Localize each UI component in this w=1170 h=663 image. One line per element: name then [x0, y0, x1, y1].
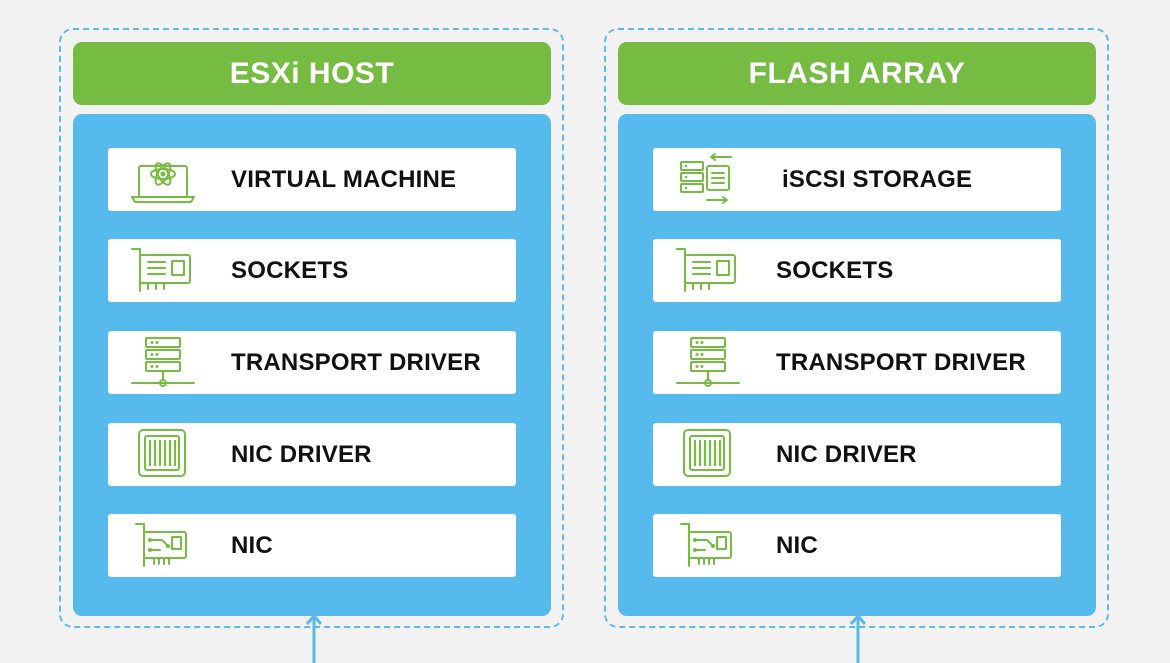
esxi-host-title: ESXi HOST — [73, 42, 551, 105]
layer-label: TRANSPORT DRIVER — [776, 348, 1026, 376]
server-rack-icon — [673, 335, 743, 390]
layer-sockets: SOCKETS — [108, 239, 516, 302]
server-rack-icon — [128, 335, 198, 390]
layer-virtual-machine: VIRTUAL MACHINE — [108, 148, 516, 211]
driver-chip-icon — [128, 427, 198, 482]
layer-transport-driver: TRANSPORT DRIVER — [108, 331, 516, 394]
arrow-up-icon — [305, 614, 323, 663]
layer-label: NIC DRIVER — [231, 440, 372, 468]
layer-iscsi-storage: iSCSI STORAGE — [653, 148, 1061, 211]
layer-label: VIRTUAL MACHINE — [231, 165, 457, 193]
layer-label: NIC — [776, 531, 818, 559]
nic-card-icon — [128, 518, 198, 573]
arrow-up-icon — [849, 614, 867, 663]
network-card-icon — [128, 243, 198, 298]
layer-sockets: SOCKETS — [653, 239, 1061, 302]
driver-chip-icon — [673, 427, 743, 482]
layer-transport-driver: TRANSPORT DRIVER — [653, 331, 1061, 394]
layer-label: NIC DRIVER — [776, 440, 917, 468]
layer-label: SOCKETS — [776, 256, 894, 284]
flash-array-layers: iSCSI STORAGE SOCKETS TRANSPORT DRIVER N… — [618, 114, 1096, 616]
layer-nic-driver: NIC DRIVER — [653, 423, 1061, 486]
storage-transfer-icon — [673, 152, 743, 207]
layer-nic-driver: NIC DRIVER — [108, 423, 516, 486]
network-card-icon — [673, 243, 743, 298]
esxi-host-stack: ESXi HOST VIRTUAL MACHINE SOCKETS TRANSP… — [59, 28, 564, 628]
layer-label: TRANSPORT DRIVER — [231, 348, 481, 376]
flash-array-title: FLASH ARRAY — [618, 42, 1096, 105]
layer-label: NIC — [231, 531, 273, 559]
layer-label: iSCSI STORAGE — [782, 165, 973, 193]
layer-nic: NIC — [653, 514, 1061, 577]
nic-card-icon — [673, 518, 743, 573]
virtual-machine-icon — [128, 152, 198, 207]
esxi-host-layers: VIRTUAL MACHINE SOCKETS TRANSPORT DRIVER… — [73, 114, 551, 616]
flash-array-stack: FLASH ARRAY iSCSI STORAGE SOCKETS TRANSP… — [604, 28, 1109, 628]
layer-nic: NIC — [108, 514, 516, 577]
layer-label: SOCKETS — [231, 256, 349, 284]
